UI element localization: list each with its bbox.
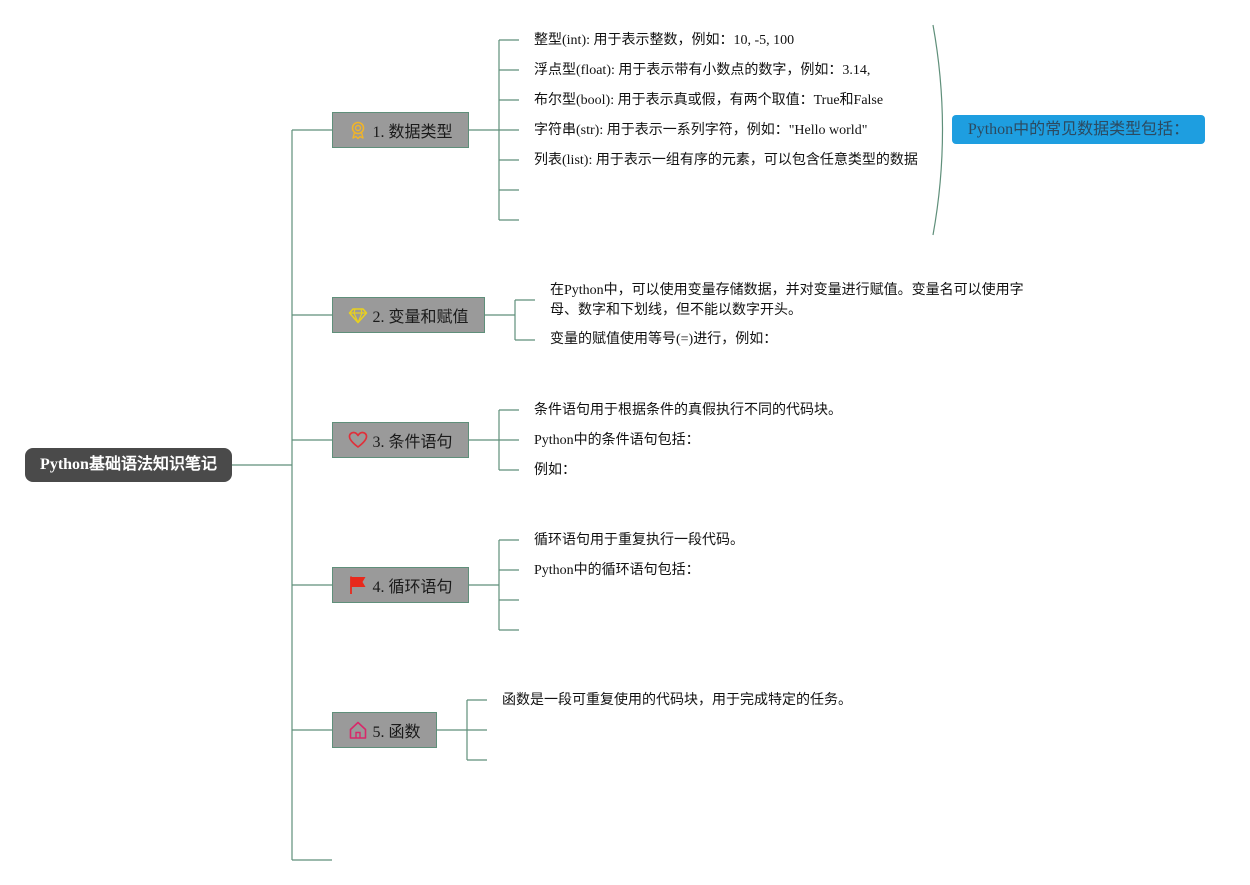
branch-label: 3. 条件语句 (372, 434, 453, 451)
leaf-conditional-example[interactable]: 例如： (534, 463, 576, 478)
branch-topic-conditionals[interactable]: 3. 条件语句 (332, 422, 469, 458)
heart-icon (348, 430, 368, 450)
branch-topic-loops[interactable]: 4. 循环语句 (332, 567, 469, 603)
leaf-conditional-types[interactable]: Python中的条件语句包括： (534, 433, 700, 448)
summary-topic[interactable]: Python中的常见数据类型包括： (952, 115, 1205, 144)
leaf-bool[interactable]: 布尔型(bool): 用于表示真或假，有两个取值：True和False (534, 93, 884, 108)
medal-icon (348, 120, 368, 140)
branch-label: 1. 数据类型 (372, 124, 453, 141)
diamond-icon (348, 305, 368, 325)
branch-label: 5. 函数 (372, 724, 421, 741)
leaf-loop-intro[interactable]: 循环语句用于重复执行一段代码。 (534, 533, 744, 548)
branch-topic-data-types[interactable]: 1. 数据类型 (332, 112, 469, 148)
branch-label: 4. 循环语句 (372, 579, 453, 596)
leaf-str[interactable]: 字符串(str): 用于表示一系列字符，例如："Hello world" (534, 123, 868, 138)
leaf-function-intro[interactable]: 函数是一段可重复使用的代码块，用于完成特定的任务。 (502, 693, 852, 708)
root-topic[interactable]: Python基础语法知识笔记 (25, 448, 232, 482)
leaf-loop-types[interactable]: Python中的循环语句包括： (534, 563, 700, 578)
leaf-float[interactable]: 浮点型(float): 用于表示带有小数点的数字，例如：3.14, (534, 63, 871, 78)
branch-topic-variables[interactable]: 2. 变量和赋值 (332, 297, 485, 333)
root-topic-label: Python基础语法知识笔记 (40, 456, 217, 473)
summary-label: Python中的常见数据类型包括： (967, 121, 1190, 138)
leaf-assignment[interactable]: 变量的赋值使用等号(=)进行，例如： (550, 332, 778, 347)
branch-label: 2. 变量和赋值 (372, 309, 469, 326)
leaf-list[interactable]: 列表(list): 用于表示一组有序的元素，可以包含任意类型的数据 (534, 153, 918, 168)
branch-topic-functions[interactable]: 5. 函数 (332, 712, 437, 748)
leaf-conditional-intro[interactable]: 条件语句用于根据条件的真假执行不同的代码块。 (534, 403, 842, 418)
summary-brace (932, 24, 944, 236)
leaf-int[interactable]: 整型(int): 用于表示整数，例如：10, -5, 100 (534, 33, 795, 48)
house-icon (348, 720, 368, 740)
flag-icon (348, 575, 368, 595)
leaf-variable-intro[interactable]: 在Python中，可以使用变量存储数据，并对变量进行赋值。变量名可以使用字母、数… (550, 283, 1024, 318)
